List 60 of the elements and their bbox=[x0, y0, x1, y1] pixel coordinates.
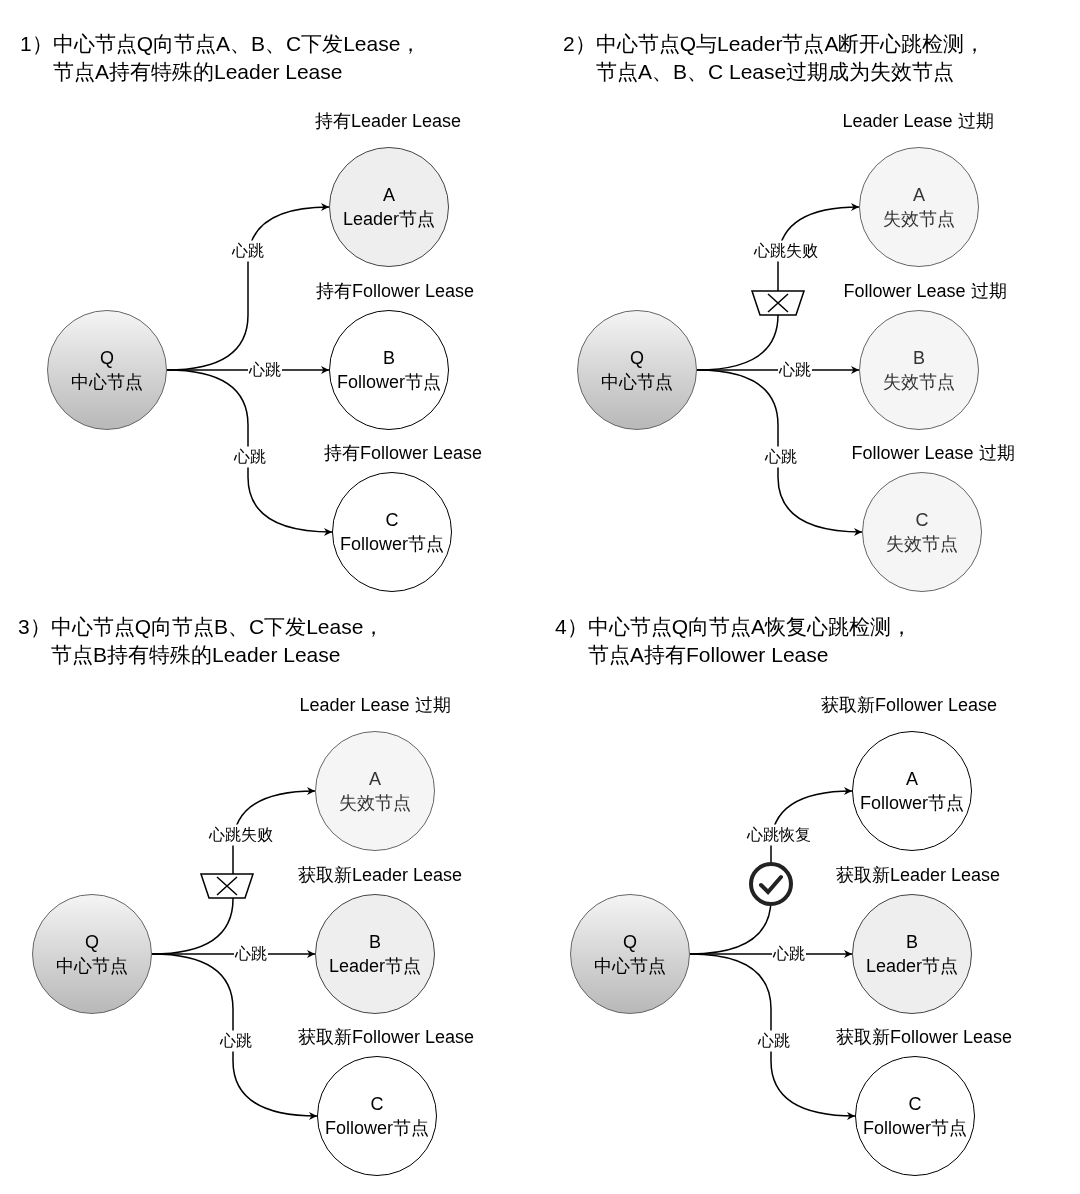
node-label: 失效节点 bbox=[883, 371, 955, 394]
lease-caption: 获取新Follower Lease bbox=[820, 694, 998, 717]
lease-caption: 获取新Follower Lease bbox=[297, 1026, 475, 1049]
node-label: 中心节点 bbox=[601, 371, 673, 394]
lease-caption: Follower Lease 过期 bbox=[843, 280, 1007, 303]
node-letter: A bbox=[913, 184, 925, 207]
edge-label: 心跳 bbox=[764, 446, 798, 468]
arrow bbox=[166, 369, 333, 536]
lease-caption: 持有Leader Lease bbox=[314, 110, 462, 133]
lease-caption: 持有Follower Lease bbox=[323, 442, 483, 465]
lease-caption: Leader Lease 过期 bbox=[842, 110, 994, 133]
node-label: Follower节点 bbox=[325, 1117, 429, 1140]
node-letter: B bbox=[913, 347, 925, 370]
lease-caption: 获取新Leader Lease bbox=[297, 864, 463, 887]
node-letter: A bbox=[906, 768, 918, 791]
node-letter: C bbox=[908, 1093, 922, 1116]
node-letter: C bbox=[385, 509, 399, 532]
arrow bbox=[151, 953, 318, 1120]
node-label: 失效节点 bbox=[339, 792, 411, 815]
edge-label: 心跳失败 bbox=[753, 240, 819, 262]
panel-title: 1）中心节点Q向节点A、B、C下发Lease，节点A持有特殊的Leader Lease bbox=[20, 31, 423, 85]
node-label: Follower节点 bbox=[340, 533, 444, 556]
edge-label: 心跳 bbox=[757, 1030, 791, 1052]
node-label: Leader节点 bbox=[865, 955, 959, 978]
node-label: 中心节点 bbox=[71, 371, 143, 394]
node-label: 失效节点 bbox=[883, 208, 955, 231]
panel-title: 3）中心节点Q向节点B、C下发Lease，节点B持有特殊的Leader Lease bbox=[18, 614, 386, 668]
node-label: Follower节点 bbox=[860, 792, 964, 815]
node-label: 失效节点 bbox=[886, 533, 958, 556]
edge-label: 心跳 bbox=[231, 240, 265, 262]
node-label: 中心节点 bbox=[594, 955, 666, 978]
node-letter: C bbox=[915, 509, 929, 532]
arrow bbox=[696, 369, 863, 536]
lease-caption: 持有Follower Lease bbox=[315, 280, 475, 303]
node-letter: A bbox=[383, 184, 395, 207]
node-label: Follower节点 bbox=[337, 371, 441, 394]
node-letter: C bbox=[370, 1093, 384, 1116]
node-letter: Q bbox=[85, 931, 99, 954]
lease-caption: 获取新Follower Lease bbox=[835, 1026, 1013, 1049]
node-letter: B bbox=[906, 931, 918, 954]
edge-label: 心跳恢复 bbox=[746, 824, 812, 846]
lease-caption: 获取新Leader Lease bbox=[835, 864, 1001, 887]
node-letter: Q bbox=[630, 347, 644, 370]
panel-title: 2）中心节点Q与Leader节点A断开心跳检测，节点A、B、C Lease过期成为失效节点 bbox=[563, 31, 987, 85]
lease-caption: Leader Lease 过期 bbox=[299, 694, 451, 717]
node-label: 中心节点 bbox=[56, 955, 128, 978]
node-label: Follower节点 bbox=[863, 1117, 967, 1140]
node-label: Leader节点 bbox=[328, 955, 422, 978]
panel-title: 4）中心节点Q向节点A恢复心跳检测，节点A持有Follower Lease bbox=[555, 614, 914, 668]
edge-label: 心跳 bbox=[219, 1030, 253, 1052]
node-letter: B bbox=[383, 347, 395, 370]
arrow bbox=[689, 953, 856, 1120]
lease-caption: Follower Lease 过期 bbox=[851, 442, 1015, 465]
node-letter: Q bbox=[100, 347, 114, 370]
node-letter: Q bbox=[623, 931, 637, 954]
node-letter: B bbox=[369, 931, 381, 954]
node-label: Leader节点 bbox=[342, 208, 436, 231]
edge-label: 心跳 bbox=[233, 446, 267, 468]
node-letter: A bbox=[369, 768, 381, 791]
edge-label: 心跳失败 bbox=[208, 824, 274, 846]
